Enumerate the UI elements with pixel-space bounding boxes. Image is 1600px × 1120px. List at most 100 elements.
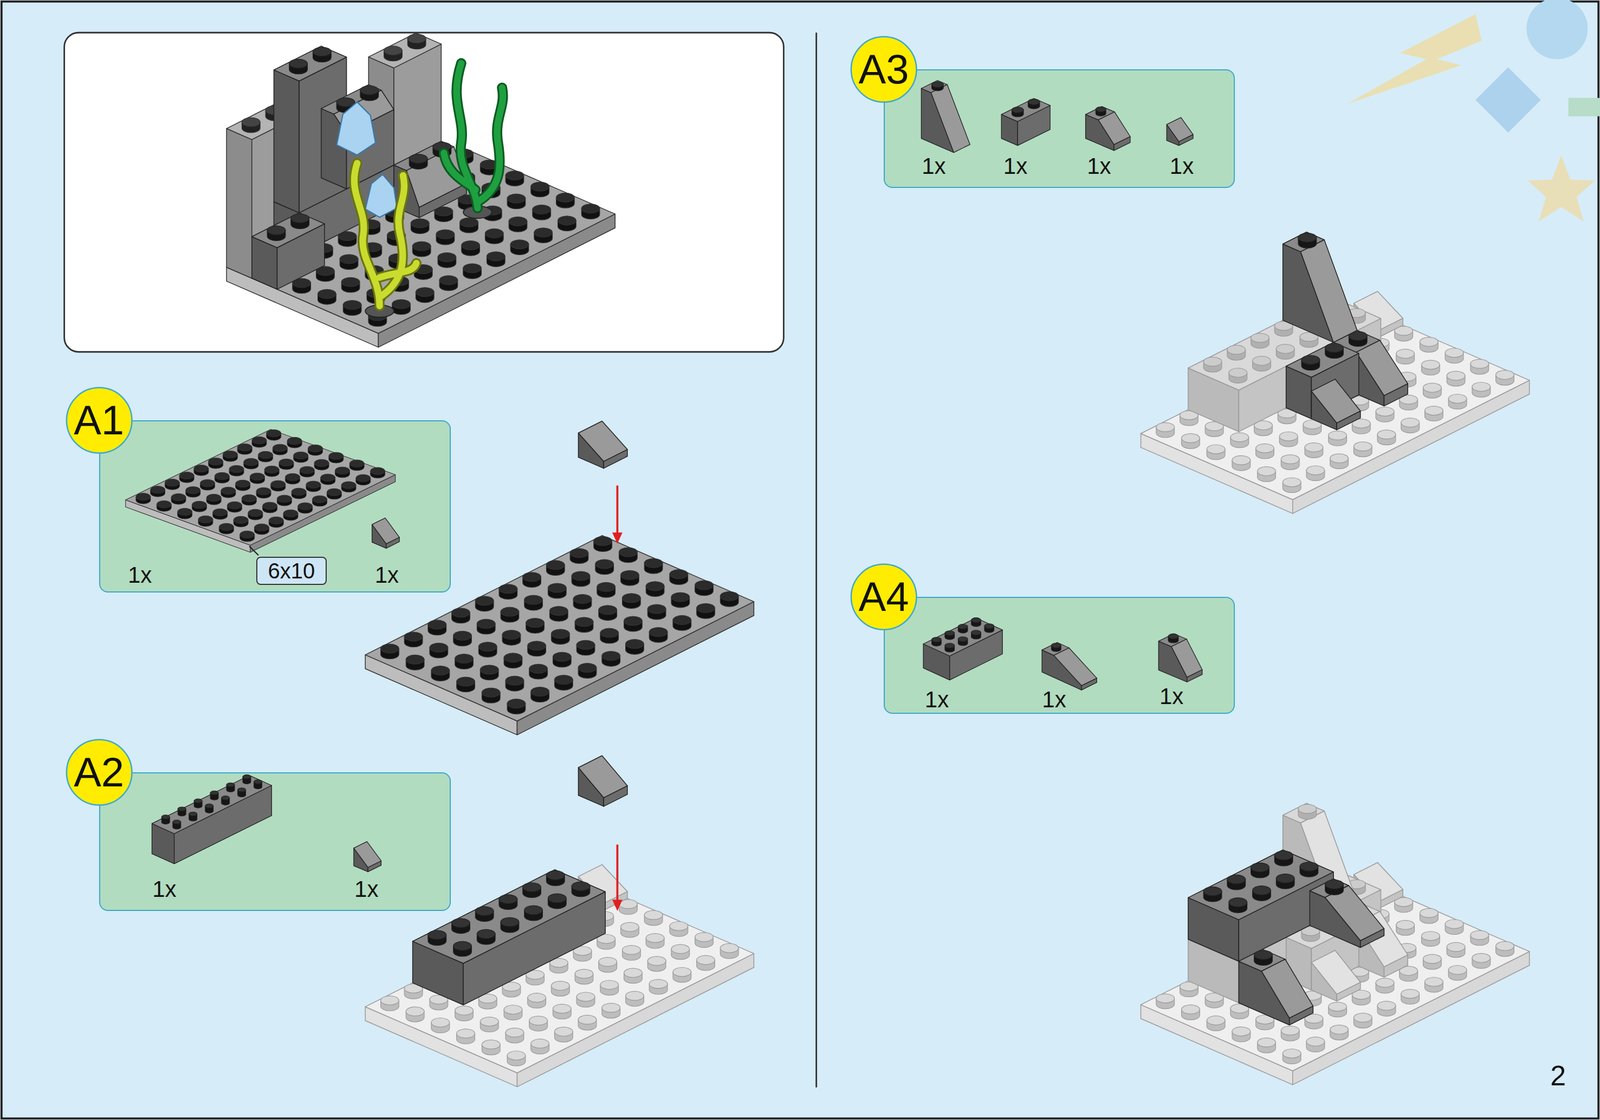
stud-top <box>1325 880 1344 890</box>
stud-top <box>476 929 496 939</box>
stud-top <box>1472 953 1491 963</box>
stud-top <box>971 617 982 623</box>
column-divider <box>815 32 818 1088</box>
stud-top <box>595 559 614 569</box>
stud-top <box>177 807 186 812</box>
model-frame <box>64 32 785 353</box>
stud-top <box>199 479 215 487</box>
stud-top <box>1282 1049 1301 1059</box>
brick-face <box>930 84 970 153</box>
stud-top <box>522 883 542 893</box>
step-number: A1 <box>65 386 133 455</box>
stud-top <box>1051 643 1061 649</box>
stud-top <box>455 1006 474 1016</box>
stud-top <box>1228 898 1248 908</box>
stud-top <box>254 523 269 531</box>
stud-top <box>370 467 385 475</box>
stud-top <box>1230 432 1249 443</box>
stud-top <box>532 204 552 215</box>
stud-top <box>600 980 619 990</box>
stud-top <box>179 471 194 479</box>
stud-top <box>1095 106 1106 112</box>
stud-top <box>161 814 170 819</box>
circle-decor <box>1526 0 1588 60</box>
stud-top <box>547 583 567 593</box>
brick-face <box>368 33 442 68</box>
stud-top <box>554 675 574 685</box>
stud-top <box>171 493 186 501</box>
placement-arrow <box>616 844 619 902</box>
stud-top <box>342 300 362 310</box>
stud-top <box>241 494 257 502</box>
stud-top <box>283 509 299 517</box>
brick-face <box>578 755 627 799</box>
stud-top <box>576 992 595 1002</box>
stud-top <box>1181 433 1201 444</box>
stud-top <box>1203 886 1222 897</box>
stud-top <box>499 584 518 594</box>
stud-top <box>210 791 219 795</box>
stud-top <box>1280 1026 1300 1036</box>
stud-top <box>1304 443 1324 453</box>
stud-top <box>198 515 213 523</box>
stud-top <box>1251 863 1270 873</box>
stud-top <box>251 436 267 444</box>
stud-top <box>503 1005 523 1015</box>
stud-top <box>553 1004 572 1014</box>
stud-top <box>218 523 234 531</box>
stud-top <box>1275 344 1295 354</box>
step-circle-fill <box>66 739 132 806</box>
seaweed <box>443 63 503 209</box>
stud-top <box>320 474 335 482</box>
stud-top <box>241 117 261 127</box>
stud-top <box>625 991 645 1001</box>
stud-top <box>257 451 273 459</box>
step-number: A4 <box>850 563 918 631</box>
stud-top <box>463 263 482 274</box>
stud-top <box>235 480 250 488</box>
stud-top <box>1446 371 1466 381</box>
stud-top <box>576 640 595 650</box>
stud-top <box>1257 1038 1276 1048</box>
stud-top <box>436 229 455 239</box>
stud-top <box>336 97 355 107</box>
brick-face <box>923 618 1003 657</box>
part-icons <box>923 617 1203 690</box>
quantity-label: 1x <box>1086 153 1111 179</box>
diamond-decor <box>1475 67 1541 133</box>
leader-line <box>249 546 259 556</box>
star-decor <box>1527 154 1595 222</box>
stud-top <box>524 905 543 916</box>
stud-top <box>645 934 665 944</box>
stud-top <box>601 1003 621 1013</box>
stud-top <box>500 917 520 928</box>
stud-top <box>226 782 235 787</box>
part-icons <box>125 429 399 553</box>
stud-top <box>1446 942 1466 952</box>
stud-top <box>644 910 663 921</box>
stud-top <box>1206 1016 1226 1026</box>
stud-top <box>620 570 640 580</box>
stud-top <box>188 812 197 816</box>
stud-top <box>276 495 292 503</box>
stud-top <box>1448 394 1467 404</box>
quantity-label: 1x <box>374 562 399 588</box>
stud-top <box>431 1018 450 1028</box>
stud-top <box>534 228 553 238</box>
stud-top <box>957 636 968 642</box>
stud-top <box>625 639 645 650</box>
stud-top <box>571 571 591 581</box>
stud-top <box>1420 908 1439 918</box>
stud-top <box>551 629 570 639</box>
placement-arrow <box>616 486 619 535</box>
stud-top <box>475 907 494 917</box>
stud-top <box>481 688 501 698</box>
brick-face <box>251 212 325 248</box>
stud-top <box>290 214 310 224</box>
crystal-figure <box>336 101 397 218</box>
stud-top <box>1282 477 1301 488</box>
stud-top <box>1375 978 1395 988</box>
stud-top <box>551 981 570 991</box>
stud-top <box>957 624 968 630</box>
stud-top <box>409 154 428 164</box>
